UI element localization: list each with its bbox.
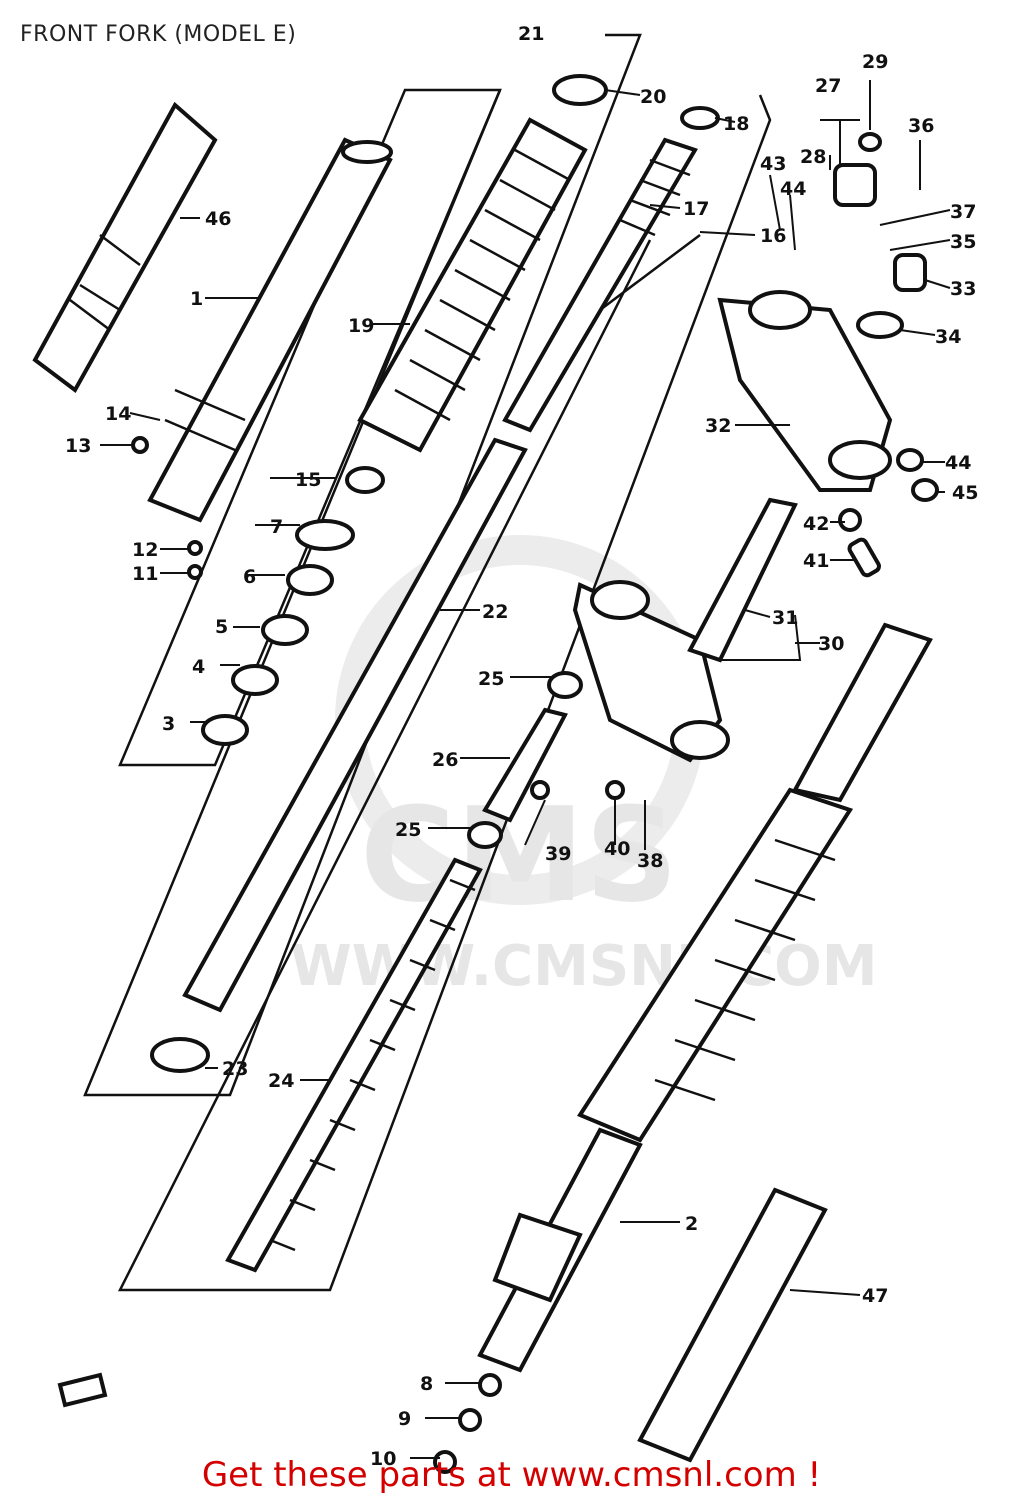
group-outlines <box>83 33 772 1292</box>
callout-29: 29 <box>862 51 888 73</box>
callout-1: 1 <box>190 288 203 310</box>
callout-20: 20 <box>640 86 666 108</box>
callout-36: 36 <box>908 115 934 137</box>
callout-13: 13 <box>65 435 91 457</box>
steering-stem-30 <box>572 497 798 763</box>
callout-47: 47 <box>862 1285 888 1307</box>
dust-boot-19 <box>357 117 588 453</box>
callout-19: 19 <box>348 315 374 337</box>
callout-18: 18 <box>723 113 749 135</box>
callout-8: 8 <box>420 1373 433 1395</box>
callout-30: 30 <box>818 633 844 655</box>
callout-12: 12 <box>132 539 158 561</box>
callout-38: 38 <box>637 850 663 872</box>
callout-39: 39 <box>545 843 571 865</box>
callout-37: 37 <box>950 201 976 223</box>
callout-7: 7 <box>270 516 283 538</box>
callout-11: 11 <box>132 563 158 585</box>
callout-21: 21 <box>518 23 544 45</box>
fork-assembly-right-2 <box>477 622 933 1373</box>
callout-43: 43 <box>760 153 786 175</box>
callout-45: 45 <box>952 482 978 504</box>
callout-42: 42 <box>803 513 829 535</box>
damper-rod-22 <box>182 437 528 1013</box>
leader-lines <box>100 80 951 1459</box>
callout-15: 15 <box>295 469 321 491</box>
callout-9: 9 <box>398 1408 411 1430</box>
fork-cover-left <box>32 101 218 393</box>
callout-31: 31 <box>772 607 798 629</box>
callout-46: 46 <box>205 208 231 230</box>
callout-44b: 44 <box>945 452 971 474</box>
callout-22: 22 <box>482 601 508 623</box>
callout-25a: 25 <box>478 668 504 690</box>
inner-tube-1 <box>147 137 393 523</box>
small-hardware <box>57 74 939 1474</box>
callout-6: 6 <box>243 566 256 588</box>
upper-bracket-32 <box>717 290 893 492</box>
callout-labels: 1 2 3 4 5 6 7 8 9 10 11 12 13 14 15 16 1… <box>65 23 978 1470</box>
callout-4: 4 <box>192 656 205 678</box>
callout-16: 16 <box>760 225 786 247</box>
callout-26: 26 <box>432 749 458 771</box>
footer-link[interactable]: Get these parts at www.cmsnl.com ! <box>201 1455 822 1495</box>
callout-5: 5 <box>215 616 228 638</box>
callout-40: 40 <box>604 838 630 860</box>
callout-17: 17 <box>683 198 709 220</box>
callout-28: 28 <box>800 146 826 168</box>
callout-2: 2 <box>685 1213 698 1235</box>
callout-24: 24 <box>268 1070 294 1092</box>
callout-14: 14 <box>105 403 131 425</box>
callout-32: 32 <box>705 415 731 437</box>
spring-rod-16-17 <box>502 137 698 433</box>
page-title: FRONT FORK (MODEL E) <box>20 22 297 47</box>
fork-cover-right <box>637 1187 828 1463</box>
callout-44a: 44 <box>780 178 806 200</box>
callout-25b: 25 <box>395 819 421 841</box>
callout-23: 23 <box>222 1058 248 1080</box>
callout-34: 34 <box>935 326 961 348</box>
callout-41: 41 <box>803 550 829 572</box>
watermark-url: WWW.CMSNL.COM <box>290 934 877 999</box>
callout-10: 10 <box>370 1448 396 1470</box>
callout-33: 33 <box>950 278 976 300</box>
callout-27: 27 <box>815 75 841 97</box>
callout-3: 3 <box>162 713 175 735</box>
fork-spring-24 <box>225 857 483 1273</box>
callout-35: 35 <box>950 231 976 253</box>
